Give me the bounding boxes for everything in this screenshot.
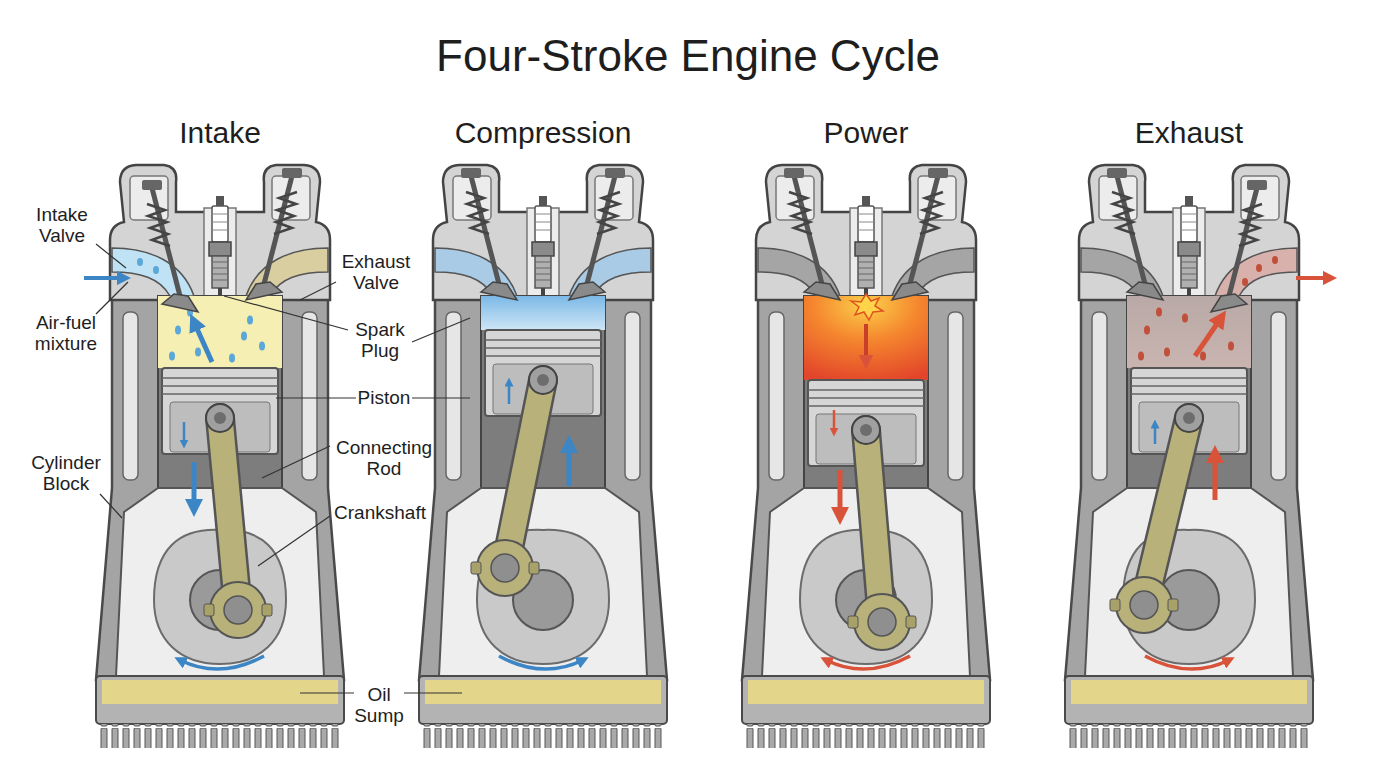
intake-port — [112, 248, 194, 296]
rotation-arrow — [826, 656, 910, 669]
motion-arrow — [508, 382, 511, 404]
part-label: Cylinder Block — [23, 452, 109, 495]
motion-arrow — [192, 462, 197, 508]
exhaust-valve — [246, 168, 302, 300]
piston-pin — [1175, 404, 1203, 432]
combustion-chamber — [481, 296, 605, 330]
exhaust-port — [1215, 248, 1297, 296]
exhaust-particles — [1138, 256, 1278, 361]
intake-valve — [461, 168, 517, 300]
leader-line — [404, 692, 462, 693]
open-valve — [142, 180, 198, 312]
compression-panel — [419, 165, 667, 748]
power-panel — [742, 165, 990, 748]
exhaust-valve — [569, 168, 625, 300]
spark-plug — [855, 196, 877, 296]
leader-line — [300, 282, 336, 300]
piston-pin — [206, 404, 234, 432]
leader-line — [258, 516, 330, 566]
part-label: Oil Sump — [349, 684, 409, 727]
exhaust-flow-arrow — [1296, 276, 1330, 280]
piston-pin — [529, 366, 557, 394]
rotation-arrow — [499, 656, 583, 669]
leader-line — [224, 296, 348, 330]
part-label: Connecting Rod — [328, 437, 440, 480]
leader-line — [262, 446, 330, 478]
ignition-spark — [851, 294, 883, 320]
part-label: Crankshaft — [324, 502, 436, 523]
leader-line — [96, 282, 128, 314]
force-arrow — [864, 324, 868, 362]
stroke-heading: Exhaust — [1059, 116, 1319, 150]
stroke-heading: Compression — [413, 116, 673, 150]
engine-block — [96, 165, 344, 748]
flow-arrow — [194, 322, 212, 362]
diagram-title: Four-Stroke Engine Cycle — [238, 31, 1138, 80]
part-label: Spark Plug — [345, 319, 415, 362]
intake-valve — [784, 168, 840, 300]
leader-line — [412, 397, 470, 398]
leader-lines — [96, 244, 470, 693]
rod-big-end — [204, 582, 272, 638]
engine-block — [742, 165, 990, 748]
intake-valve — [142, 180, 198, 312]
part-label: Air-fuel mixture — [21, 312, 111, 355]
intake-flow-arrow — [84, 276, 124, 280]
motion-arrow — [1213, 454, 1218, 500]
exhaust-panel — [1065, 165, 1313, 748]
piston-pin — [852, 416, 880, 444]
engine-block — [419, 165, 667, 748]
leader-line — [300, 692, 354, 693]
spark-plug — [1178, 196, 1200, 296]
stroke-heading: Power — [736, 116, 996, 150]
rotation-arrow — [1145, 656, 1229, 669]
open-valve — [1211, 180, 1267, 312]
motion-arrow — [833, 410, 836, 432]
exhaust-valve — [1211, 180, 1267, 312]
rod-big-end — [1110, 577, 1178, 633]
rotation-arrow — [180, 656, 264, 669]
flow-arrow — [1195, 318, 1221, 356]
leader-line — [100, 494, 122, 518]
spark-plug — [532, 196, 554, 296]
fuel-droplets — [137, 258, 265, 363]
exhaust-valve — [892, 168, 948, 300]
motion-arrow — [838, 470, 843, 516]
leader-line — [276, 397, 356, 398]
intake-valve — [1107, 168, 1163, 300]
intake-panel — [96, 165, 344, 748]
part-label: Exhaust Valve — [336, 251, 416, 294]
motion-arrow — [183, 422, 186, 444]
leader-line — [96, 244, 126, 268]
part-label: Piston — [344, 387, 424, 408]
motion-arrow — [567, 444, 572, 486]
leader-line — [412, 318, 470, 342]
engine-block — [1065, 165, 1313, 748]
part-label: Intake Valve — [22, 204, 102, 247]
motion-arrow — [1154, 424, 1157, 444]
rod-big-end — [848, 594, 916, 650]
spark-plug — [209, 196, 231, 296]
rod-big-end — [471, 540, 539, 596]
stroke-heading: Intake — [90, 116, 350, 150]
